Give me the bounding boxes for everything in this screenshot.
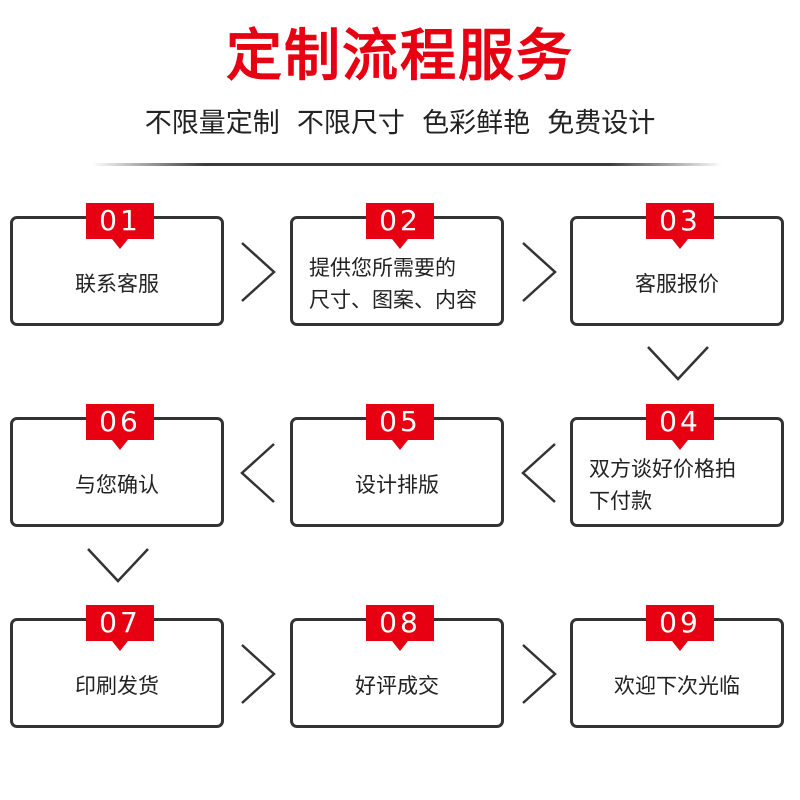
step-07: 07 印刷发货 bbox=[10, 605, 224, 728]
chevron-left-icon bbox=[519, 442, 559, 504]
step-label: 设计排版 bbox=[355, 473, 439, 497]
page-subtitle: 不限量定制 不限尺寸 色彩鲜艳 免费设计 bbox=[144, 108, 656, 139]
step-06: 06 与您确认 bbox=[10, 404, 224, 527]
step-number-badge: 08 bbox=[366, 605, 434, 651]
step-03: 03 客服报价 bbox=[570, 203, 784, 326]
chevron-down-icon bbox=[646, 343, 710, 383]
chevron-right-icon bbox=[519, 241, 559, 303]
step-number-badge: 05 bbox=[366, 404, 434, 450]
step-09: 09 欢迎下次光临 bbox=[570, 605, 784, 728]
step-label: 联系客服 bbox=[75, 272, 159, 296]
step-number-badge: 03 bbox=[646, 203, 714, 249]
divider bbox=[92, 163, 722, 166]
step-02: 02 提供您所需要的 尺寸、图案、内容 bbox=[290, 203, 504, 326]
step-number-badge: 04 bbox=[646, 404, 714, 450]
chevron-left-icon bbox=[238, 442, 278, 504]
step-number-badge: 01 bbox=[86, 203, 154, 249]
step-number-badge: 06 bbox=[86, 404, 154, 450]
step-label: 欢迎下次光临 bbox=[614, 674, 740, 698]
step-number-badge: 09 bbox=[646, 605, 714, 651]
step-label: 提供您所需要的 尺寸、图案、内容 bbox=[309, 256, 477, 312]
step-label: 与您确认 bbox=[75, 473, 159, 497]
step-05: 05 设计排版 bbox=[290, 404, 504, 527]
step-number-badge: 07 bbox=[86, 605, 154, 651]
chevron-right-icon bbox=[238, 643, 278, 705]
page-title: 定制流程服务 bbox=[226, 24, 574, 89]
step-08: 08 好评成交 bbox=[290, 605, 504, 728]
step-label: 客服报价 bbox=[635, 272, 719, 296]
step-04: 04 双方谈好价格拍 下付款 bbox=[570, 404, 784, 527]
step-label: 双方谈好价格拍 下付款 bbox=[589, 457, 736, 513]
chevron-right-icon bbox=[238, 241, 278, 303]
step-label: 印刷发货 bbox=[75, 674, 159, 698]
chevron-down-icon bbox=[86, 545, 150, 585]
step-01: 01 联系客服 bbox=[10, 203, 224, 326]
step-label: 好评成交 bbox=[355, 674, 439, 698]
step-number-badge: 02 bbox=[366, 203, 434, 249]
chevron-right-icon bbox=[519, 643, 559, 705]
